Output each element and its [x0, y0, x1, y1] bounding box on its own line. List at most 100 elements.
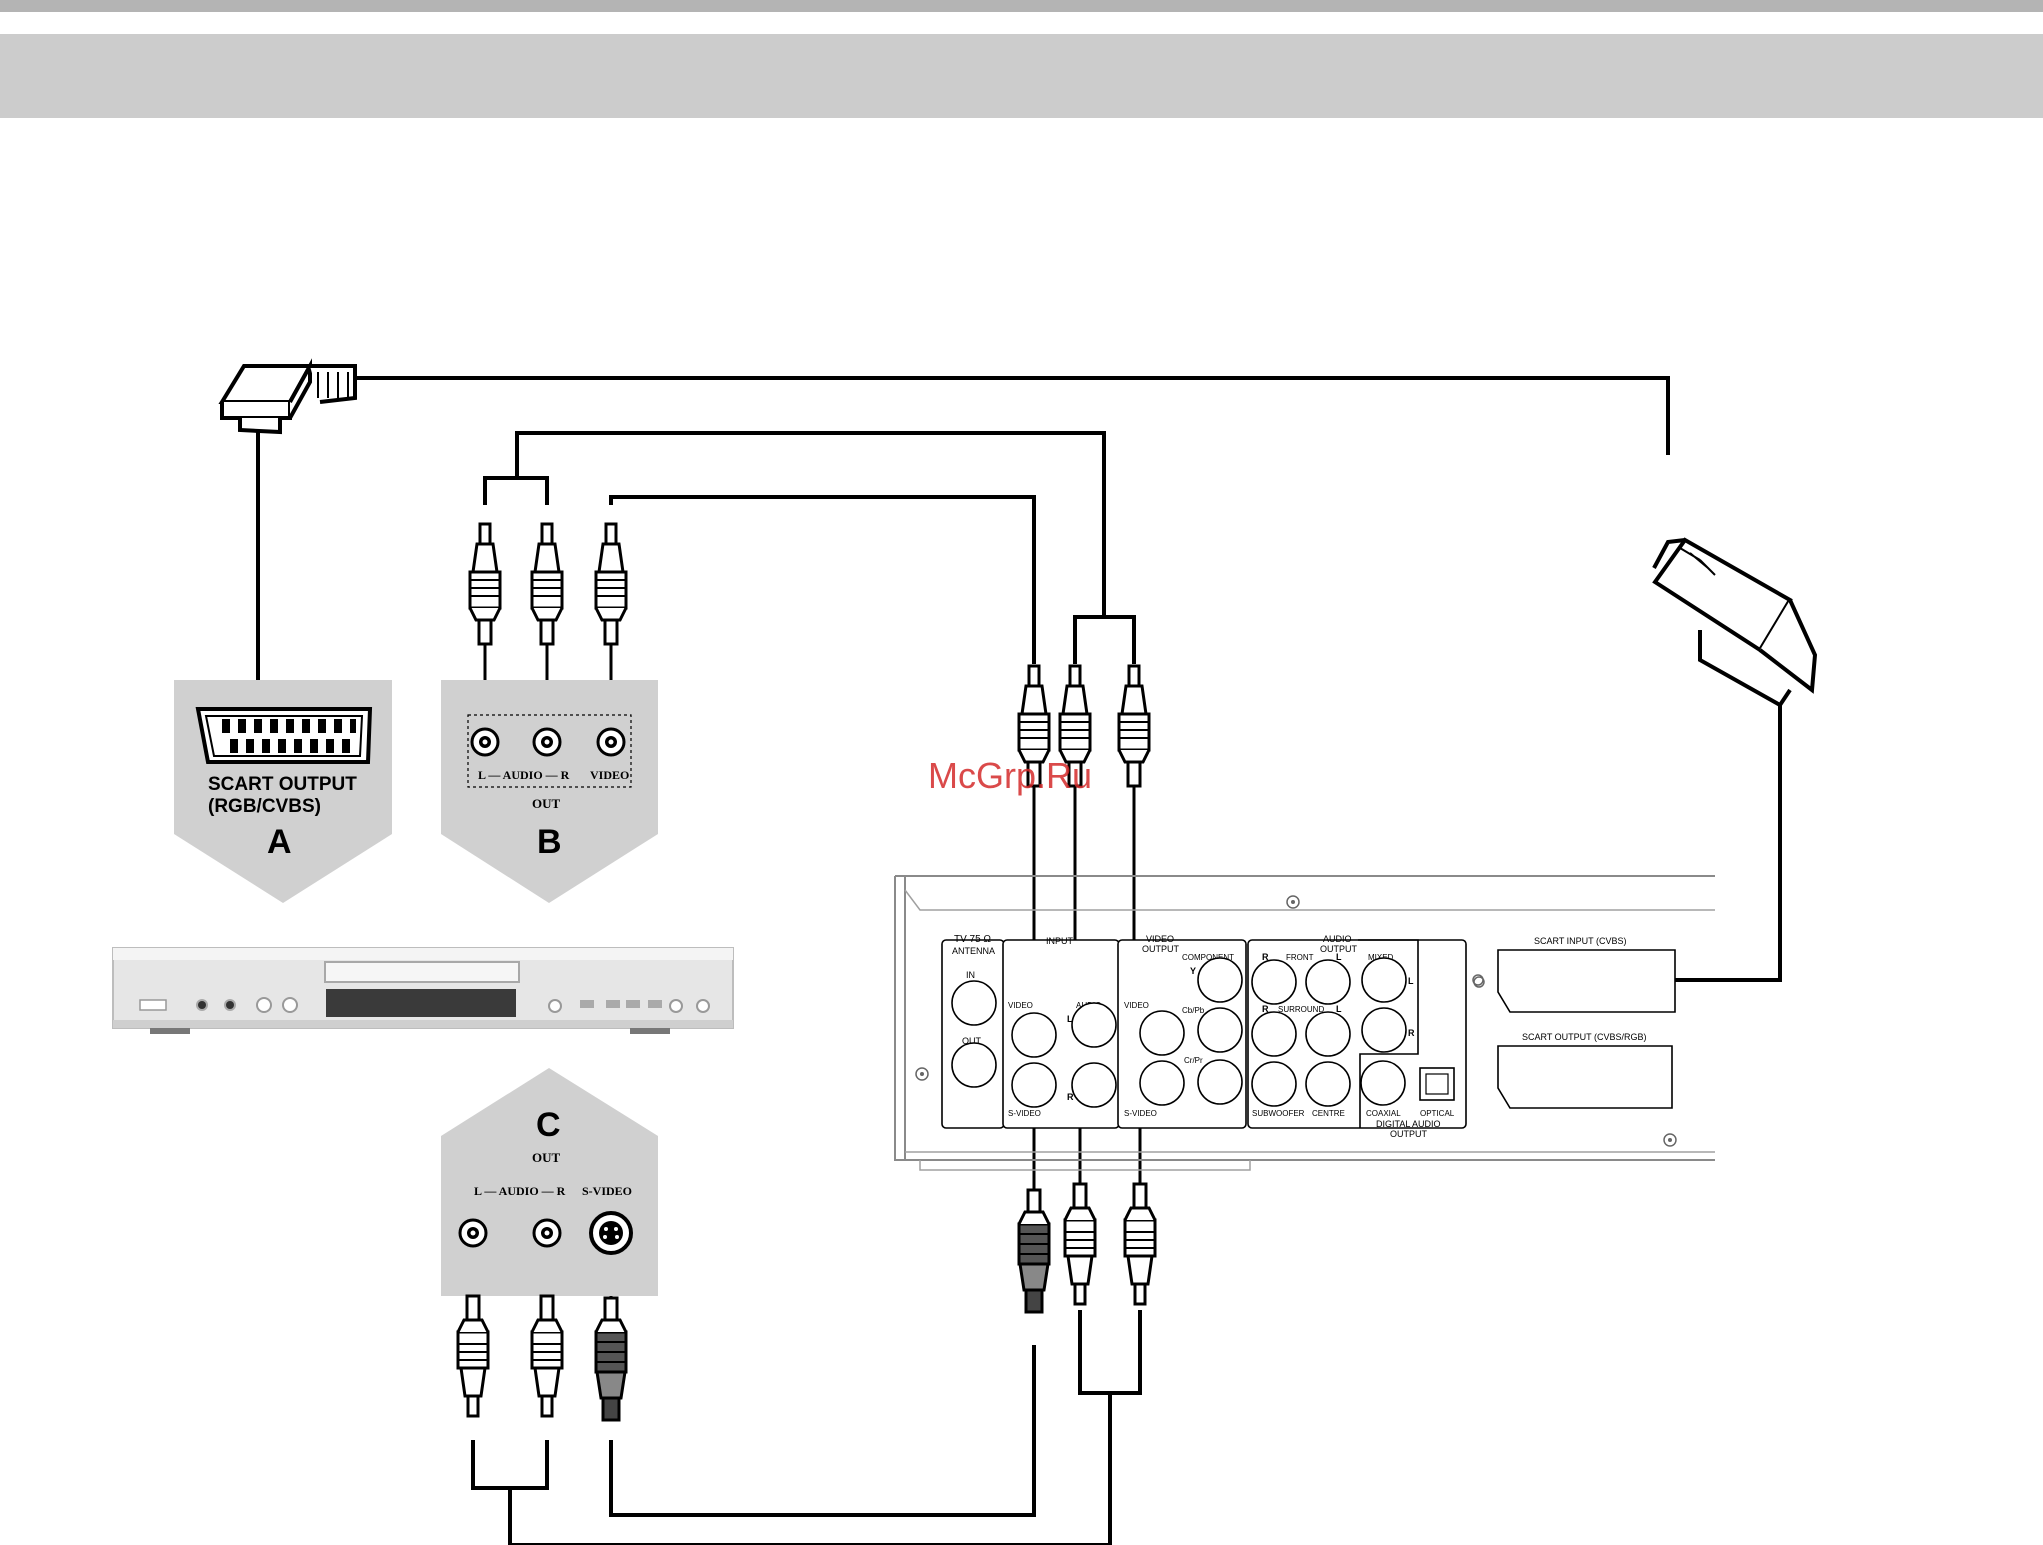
scart-output-sub-label: (RGB/CVBS) [208, 796, 321, 817]
input-audio-l-jack [1071, 1002, 1117, 1048]
audio-output-title-2: OUTPUT [1320, 944, 1358, 954]
surround-l-jack [1305, 1011, 1351, 1057]
composite-audio-cable-b [483, 431, 1136, 664]
scart-cable [256, 376, 1782, 982]
subwoofer-jack [1251, 1061, 1297, 1107]
mixed-r-label: R [1408, 1028, 1415, 1038]
audio-lr-label-b: L — AUDIO — R [478, 768, 570, 782]
scart-input-label: SCART INPUT (CVBS) [1534, 936, 1627, 946]
component-y-label: Y [1190, 966, 1196, 976]
audio-r-jack-c [532, 1218, 562, 1248]
plugs-b [468, 522, 628, 646]
rca-plug-receiver-bottom-l [1063, 1182, 1097, 1306]
input-l-label: L [1067, 1014, 1073, 1024]
audio-l-jack-b [470, 727, 500, 757]
optical-label: OPTICAL [1420, 1109, 1455, 1118]
component-cb-label: Cb/Pb [1182, 1006, 1205, 1015]
coaxial-label: COAXIAL [1366, 1109, 1401, 1118]
audio-r-jack-b [532, 727, 562, 757]
scart-plug-right [1652, 537, 1818, 708]
scart-output-receiver-label: SCART OUTPUT (CVBS/RGB) [1522, 1032, 1647, 1042]
centre-label: CENTRE [1312, 1109, 1345, 1118]
audio-output-title: AUDIO [1323, 934, 1352, 944]
plugs-receiver-bottom [1017, 1182, 1157, 1314]
panel-b: L — AUDIO — R VIDEO OUT B [441, 680, 658, 903]
mixed-r-jack [1361, 1007, 1407, 1053]
coaxial-jack [1360, 1060, 1406, 1106]
s-video-label-c: S-VIDEO [582, 1184, 632, 1198]
front-l-jack [1305, 959, 1351, 1005]
scart-output-socket [1497, 1045, 1673, 1109]
surround-label: SURROUND [1278, 1005, 1324, 1014]
front-l-label: L [1336, 952, 1342, 962]
antenna-in-jack [951, 980, 997, 1026]
mixed-l-jack [1361, 957, 1407, 1003]
rca-plug-audio-r-c [530, 1294, 564, 1418]
front-label: FRONT [1286, 953, 1314, 962]
video-output-video-label: VIDEO [1124, 1001, 1149, 1010]
video-jack-b [596, 727, 626, 757]
rca-plug-audio-r-b [530, 522, 564, 646]
input-r-label: R [1067, 1092, 1074, 1102]
panel-a-letter: A [267, 823, 292, 861]
rca-plug-receiver-audio-r [1117, 664, 1151, 788]
centre-jack [1305, 1061, 1351, 1107]
audio-cable-c [471, 1310, 1142, 1545]
surround-l-label: L [1336, 1004, 1342, 1014]
rca-plug-audio-l-c [456, 1294, 490, 1418]
antenna-sub: ANTENNA [952, 946, 995, 956]
input-title: INPUT [1046, 936, 1074, 946]
video-output-s-video-jack [1139, 1060, 1185, 1106]
video-label-b: VIDEO [590, 768, 629, 782]
plugs-c [456, 1294, 628, 1422]
surround-r-label: R [1262, 1004, 1269, 1014]
s-video-jack-c [589, 1211, 633, 1255]
component-cr-label: Cr/Pr [1184, 1056, 1203, 1065]
rca-plug-receiver-bottom-r [1123, 1182, 1157, 1306]
scart-plug-left [218, 358, 357, 435]
front-r-label: R [1262, 952, 1269, 962]
digital-audio-label: DIGITAL AUDIO [1376, 1119, 1441, 1129]
front-r-jack [1251, 959, 1297, 1005]
header-band [0, 34, 2043, 118]
receiver-rear-panel: TV 75 Ω ANTENNA IN OUT INPUT VIDEO AUDIO… [894, 875, 1715, 1171]
scart-input-socket [1497, 949, 1676, 1013]
watermark: McGrp.Ru [928, 755, 1092, 796]
component-cr-jack [1197, 1059, 1243, 1105]
out-label-b: OUT [532, 796, 561, 811]
video-output-s-video-label: S-VIDEO [1124, 1109, 1157, 1118]
rca-plug-video-b [594, 522, 628, 646]
input-video-jack [1011, 1012, 1057, 1058]
audio-l-jack-c [458, 1218, 488, 1248]
rca-plug-audio-l-b [468, 522, 502, 646]
svideo-plug-receiver [1017, 1188, 1051, 1314]
component-y-jack [1197, 957, 1243, 1003]
video-output-video-jack [1139, 1010, 1185, 1056]
input-video-label: VIDEO [1008, 1001, 1033, 1010]
panel-b-letter: B [537, 823, 562, 861]
top-rule [0, 0, 2043, 12]
input-s-video-label: S-VIDEO [1008, 1109, 1041, 1118]
mixed-l-label: L [1408, 976, 1414, 986]
component-label: COMPONENT [1182, 953, 1234, 962]
out-label-c: OUT [532, 1150, 561, 1165]
video-output-title: VIDEO [1146, 934, 1174, 944]
digital-audio-label-2: OUTPUT [1390, 1129, 1428, 1139]
dvd-player [112, 947, 734, 1034]
panel-a: SCART OUTPUT (RGB/CVBS) A [174, 680, 392, 903]
antenna-out-jack [951, 1042, 997, 1088]
audio-lr-label-c: L — AUDIO — R [474, 1184, 566, 1198]
subwoofer-label: SUBWOOFER [1252, 1109, 1305, 1118]
svideo-plug-c [594, 1296, 628, 1422]
composite-video-cable-b [609, 495, 1036, 664]
surround-r-jack [1251, 1011, 1297, 1057]
video-output-title-2: OUTPUT [1142, 944, 1180, 954]
antenna-in-label: IN [966, 970, 975, 980]
scart-output-label: SCART OUTPUT [208, 774, 357, 795]
antenna-out-label: OUT [962, 1036, 982, 1046]
panel-c-letter: C [536, 1106, 561, 1144]
input-audio-r-jack [1071, 1062, 1117, 1108]
component-cb-jack [1197, 1007, 1243, 1053]
input-s-video-jack [1011, 1062, 1057, 1108]
